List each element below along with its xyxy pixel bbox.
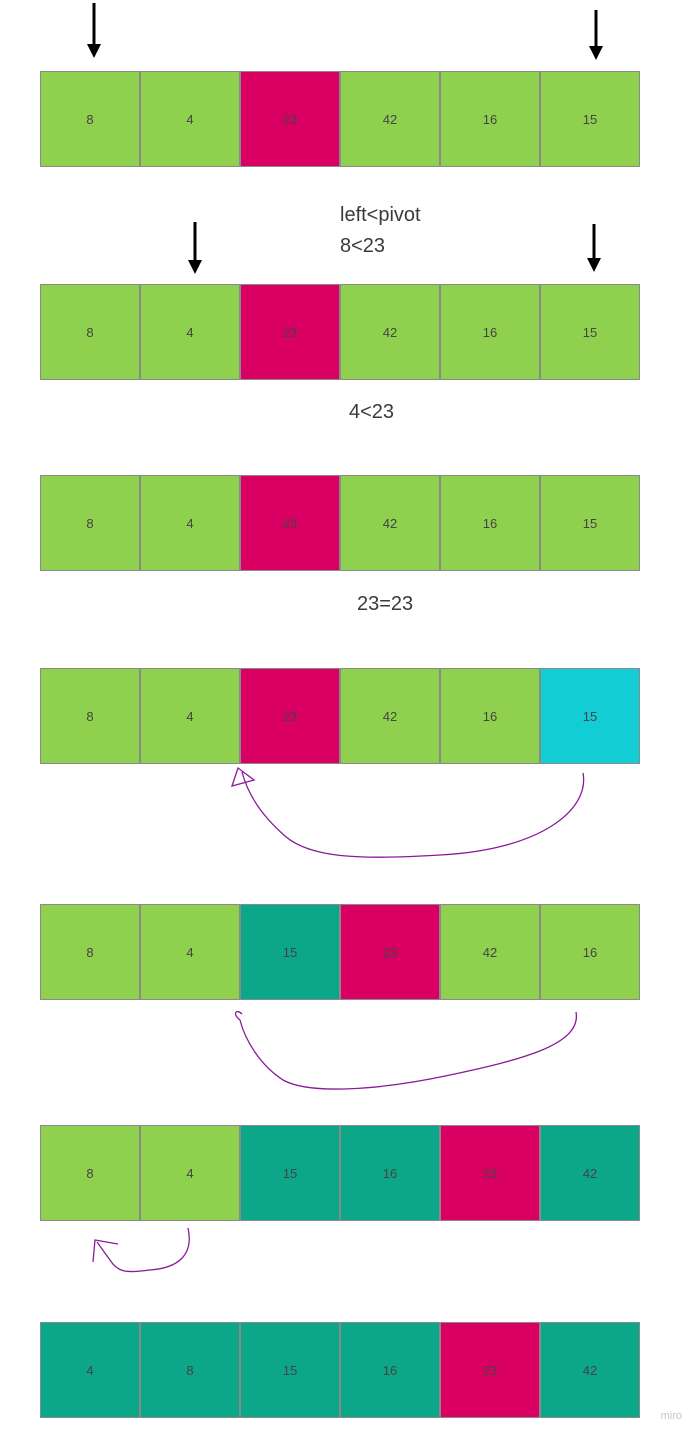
array-cell: 15 bbox=[540, 284, 640, 380]
array-cell: 23 bbox=[240, 668, 340, 764]
array-cell: 4 bbox=[140, 904, 240, 1000]
step3-label: 23=23 bbox=[357, 593, 414, 615]
array-cell: 23 bbox=[440, 1322, 540, 1418]
array-cell: 16 bbox=[440, 71, 540, 167]
array-cell: 4 bbox=[140, 284, 240, 380]
array-cell: 23 bbox=[240, 475, 340, 571]
array-cell: 23 bbox=[340, 904, 440, 1000]
array-cell: 4 bbox=[140, 475, 240, 571]
array-cell: 15 bbox=[240, 904, 340, 1000]
array-cell: 8 bbox=[40, 904, 140, 1000]
step2-label: 4<23 bbox=[349, 401, 395, 423]
array-cell: 8 bbox=[40, 284, 140, 380]
array-cell: 42 bbox=[340, 475, 440, 571]
array-cell: 23 bbox=[240, 71, 340, 167]
array-cell: 15 bbox=[540, 475, 640, 571]
array-cell: 15 bbox=[240, 1322, 340, 1418]
array-cell: 42 bbox=[340, 668, 440, 764]
watermark-logo: miro bbox=[660, 1410, 682, 1422]
array-cell: 42 bbox=[340, 284, 440, 380]
array-cell: 4 bbox=[140, 1125, 240, 1221]
array-cell: 16 bbox=[440, 475, 540, 571]
array-cell: 42 bbox=[540, 1322, 640, 1418]
array-cell: 16 bbox=[440, 284, 540, 380]
array-cell: 42 bbox=[540, 1125, 640, 1221]
array-cell: 8 bbox=[40, 71, 140, 167]
array-cell: 15 bbox=[240, 1125, 340, 1221]
array-cell: 42 bbox=[340, 71, 440, 167]
right-pointer-arrow-1 bbox=[589, 10, 603, 60]
array-cell: 16 bbox=[440, 668, 540, 764]
array-cell: 23 bbox=[440, 1125, 540, 1221]
array-cell: 23 bbox=[240, 284, 340, 380]
array-cell: 4 bbox=[140, 668, 240, 764]
array-cell: 8 bbox=[140, 1322, 240, 1418]
array-cell: 8 bbox=[40, 475, 140, 571]
swap-curve-2 bbox=[234, 1010, 577, 1090]
right-pointer-arrow-2 bbox=[587, 224, 601, 272]
array-cell: 42 bbox=[440, 904, 540, 1000]
left-pointer-arrow-1 bbox=[87, 3, 101, 58]
swap-curve-3 bbox=[92, 1227, 190, 1273]
step1-label-line1: left<pivot bbox=[340, 204, 421, 226]
array-cell: 4 bbox=[140, 71, 240, 167]
step1-label-line2: 8<23 bbox=[340, 235, 386, 257]
array-cell: 4 bbox=[40, 1322, 140, 1418]
left-pointer-arrow-2 bbox=[188, 222, 202, 274]
array-cell: 16 bbox=[340, 1322, 440, 1418]
array-cell: 15 bbox=[540, 71, 640, 167]
array-cell: 8 bbox=[40, 668, 140, 764]
array-cell: 16 bbox=[540, 904, 640, 1000]
array-cell: 8 bbox=[40, 1125, 140, 1221]
array-cell: 15 bbox=[540, 668, 640, 764]
array-cell: 16 bbox=[340, 1125, 440, 1221]
swap-curve-1 bbox=[230, 766, 585, 858]
